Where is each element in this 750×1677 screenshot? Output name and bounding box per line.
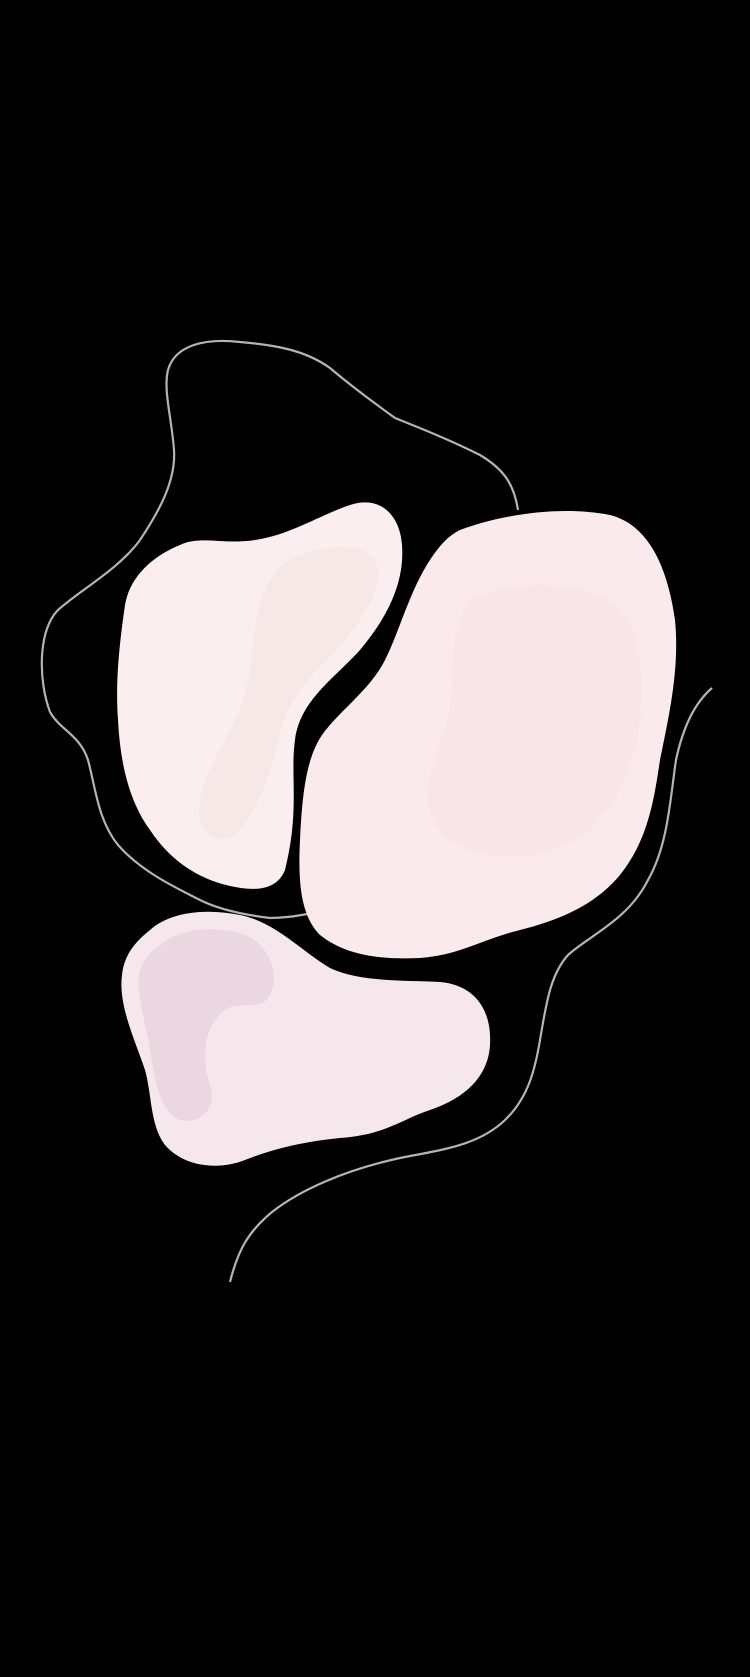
top-left-blob-tint <box>199 546 379 839</box>
outline-curve-main <box>40 339 520 920</box>
bottom-blob-tint <box>138 929 274 1121</box>
top-right-blob-tint <box>427 585 642 857</box>
outline-curve <box>228 687 713 1283</box>
